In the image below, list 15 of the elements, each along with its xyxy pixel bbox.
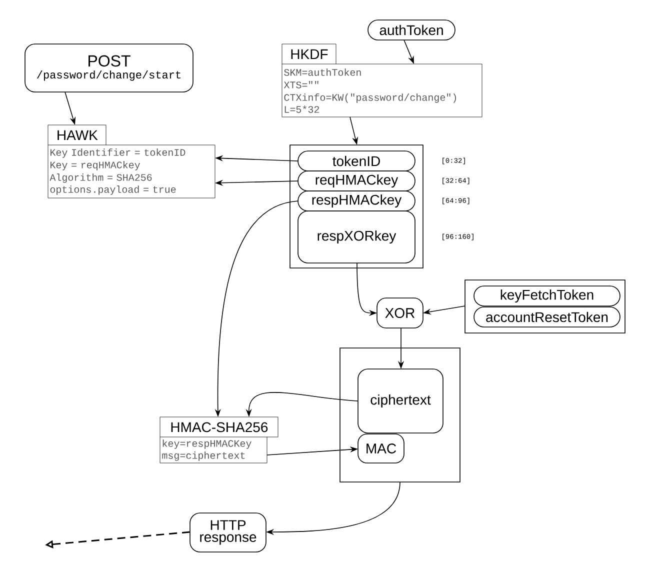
request-box: POST /password/change/start	[24, 44, 194, 92]
operation-box: XOR	[376, 298, 424, 328]
token-box: keyFetchToken	[474, 286, 620, 306]
key-box: respHMACkey	[298, 190, 416, 212]
key-box: reqHMACkey	[298, 170, 416, 192]
key-box: respXORkey	[298, 210, 416, 264]
data-box: MAC	[358, 434, 404, 464]
response-box: HTTP response	[190, 512, 266, 552]
token-box: accountResetToken	[474, 306, 620, 328]
data-box: ciphertext	[358, 368, 444, 434]
token-box: authToken	[368, 20, 456, 40]
parameter-box: HMAC-SHA256 key=respHMACKey msg=ciphertext	[160, 416, 278, 464]
parameter-box: HKDF SKM=authToken XTS="" CTXinfo=KW("password/change") L=5*32	[282, 44, 482, 118]
key-box: tokenID	[298, 150, 416, 172]
parameter-box: HAWK Key Identifier = tokenID Key = reqHMACkey Algorithm = SHA256 options.payload = true	[48, 124, 216, 198]
